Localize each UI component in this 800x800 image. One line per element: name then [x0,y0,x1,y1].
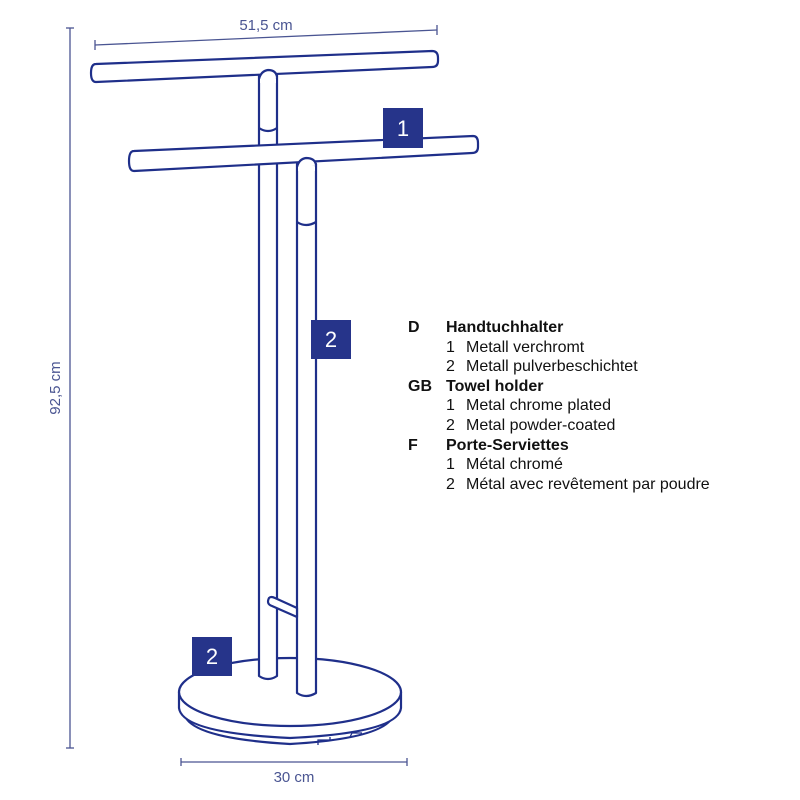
hook [266,595,299,619]
legend-title: Porte-Serviettes [446,436,569,454]
svg-text:2: 2 [325,327,337,352]
legend-item: 1 Metall verchromt [408,338,710,358]
base-dimension: 30 cm [180,758,408,786]
round-base [177,656,403,746]
legend-item: 2 Metall pulverbeschichtet [408,357,710,377]
base-label: 30 cm [274,769,315,786]
item-text: Metall verchromt [466,338,585,356]
width-dimension: 51,5 cm [94,17,438,50]
svg-text:2: 2 [206,644,218,669]
legend-header-f: F Porte-Serviettes [408,436,710,456]
legend-title: Towel holder [446,377,544,395]
lower-towel-bar [127,134,480,173]
legend-item: 2 Metal powder-coated [408,416,710,436]
pole-front [257,71,279,681]
item-number: 2 [446,475,455,493]
item-number: 1 [446,397,455,415]
legend-title: Handtuchhalter [446,319,564,336]
legend-item: 2 Métal avec revêtement par poudre [408,475,710,495]
item-number: 2 [446,358,455,376]
item-text: Metal chrome plated [466,397,611,415]
badge-part-2-base: 2 [192,637,232,676]
item-number: 1 [446,456,455,474]
width-label: 51,5 cm [239,17,292,34]
pole-rear [295,162,318,698]
item-number: 2 [446,416,455,434]
height-label: 92,5 cm [47,361,64,414]
legend-item: 1 Métal chromé [408,455,710,475]
height-dimension: 92,5 cm [47,27,74,749]
item-text: Metal powder-coated [466,416,616,434]
legend-header-d: D Handtuchhalter [408,318,710,338]
svg-text:1: 1 [397,116,409,141]
item-text: Métal chromé [466,456,563,474]
legend-item: 1 Metal chrome plated [408,396,710,416]
badge-part-2-pole: 2 [311,320,351,359]
badge-part-1: 1 [383,108,423,148]
upper-towel-bar [89,49,440,84]
language-code: GB [408,377,432,395]
language-code: F [408,436,418,454]
item-text: Metall pulverbeschichtet [466,358,638,376]
item-number: 1 [446,338,455,356]
legend-header-gb: GB Towel holder [408,377,710,397]
item-text: Métal avec revêtement par poudre [466,475,710,493]
language-code: D [408,319,420,336]
